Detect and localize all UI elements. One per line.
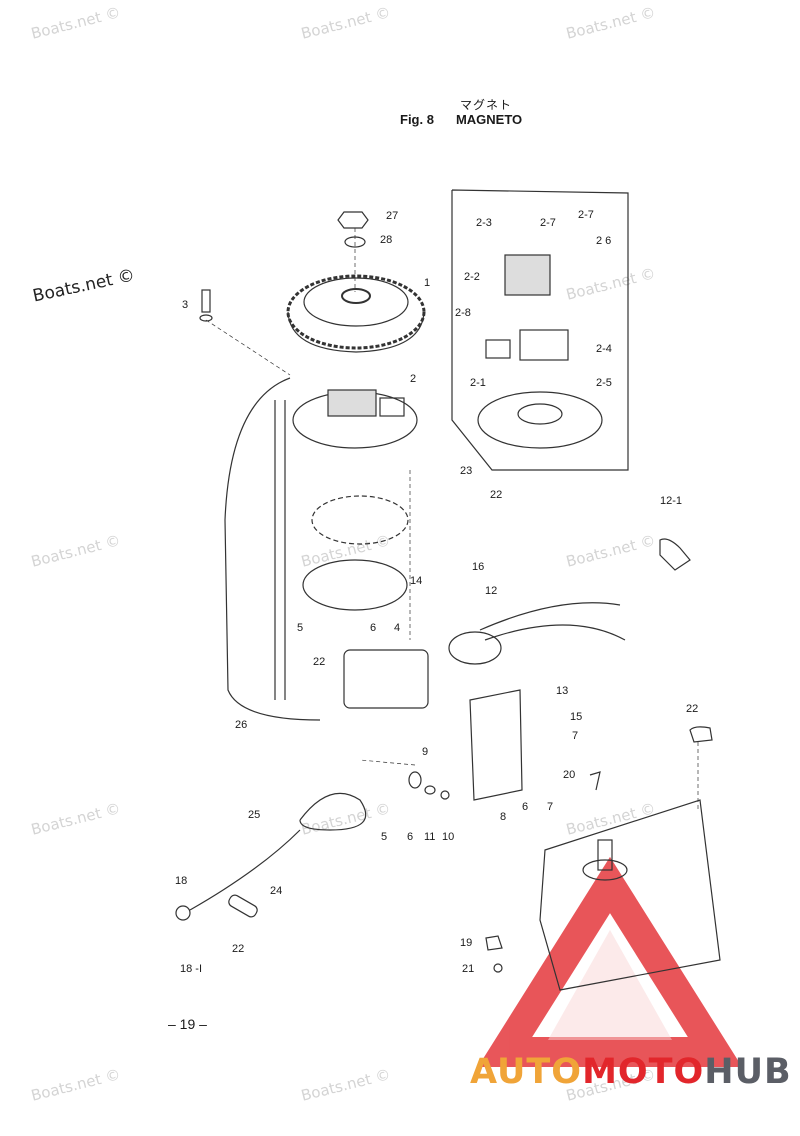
callout: 25 xyxy=(248,809,260,821)
callout: 2-8 xyxy=(455,307,471,319)
callout: 2 6 xyxy=(596,235,611,247)
callout: 1 xyxy=(424,277,430,289)
callout: 22 xyxy=(313,656,325,668)
figure-title-jp: マグネト xyxy=(460,98,513,112)
bracket xyxy=(469,689,523,801)
wire-harness xyxy=(224,377,321,721)
inset-box xyxy=(451,189,629,471)
callout: 4 xyxy=(394,622,400,634)
callout: 27 xyxy=(386,210,398,222)
bolt xyxy=(201,289,211,313)
callout: 21 xyxy=(462,963,474,975)
callout: 2-5 xyxy=(596,377,612,389)
callout: 9 xyxy=(422,746,428,758)
callout: 23 xyxy=(460,465,472,477)
callout: 22 xyxy=(490,489,502,501)
cdi-unit xyxy=(343,649,429,709)
nut xyxy=(337,211,369,229)
callout: 22 xyxy=(232,943,244,955)
callout: 13 xyxy=(556,685,568,697)
callout: 2-4 xyxy=(596,343,612,355)
callout: 7 xyxy=(572,730,578,742)
callout: 8 xyxy=(500,811,506,823)
page-number: – 19 – xyxy=(168,1016,207,1032)
figure-title: MAGNETO xyxy=(455,112,523,127)
ignition-coil xyxy=(448,631,502,665)
callout: 16 xyxy=(472,561,484,573)
callout: 14 xyxy=(410,575,422,587)
figure-number: Fig. 8 xyxy=(400,112,434,127)
callout: 2-2 xyxy=(464,271,480,283)
automotohub-logo xyxy=(477,856,743,1067)
callout: 11 xyxy=(424,831,435,843)
callout: 24 xyxy=(270,885,282,897)
callout: 28 xyxy=(380,234,392,246)
callout: 26 xyxy=(235,719,247,731)
brand-part: MOTO xyxy=(582,1052,705,1092)
callout: 3 xyxy=(182,299,188,311)
callout: 15 xyxy=(570,711,582,723)
callout: 2-7 xyxy=(578,209,594,221)
callout: 20 xyxy=(563,769,575,781)
callout: 2-1 xyxy=(470,377,486,389)
callout: 22 xyxy=(686,703,698,715)
callout: 18 xyxy=(175,875,187,887)
callout: 2 xyxy=(410,373,416,385)
callout: 7 xyxy=(547,801,553,813)
callout: 12-1 xyxy=(660,495,682,507)
callouts: 27 28 1 3 2 2-3 2-7 2-7 2 6 2-2 2-8 2-4 … xyxy=(175,209,698,975)
brand-wordmark: AUTOMOTOHUB xyxy=(470,1052,792,1092)
callout: 6 xyxy=(522,801,528,813)
callout: 6 xyxy=(370,622,376,634)
callout: 5 xyxy=(381,831,387,843)
callout: 2-7 xyxy=(540,217,556,229)
callout: 10 xyxy=(442,831,454,843)
brand-part: AUTO xyxy=(470,1052,583,1092)
engine-block xyxy=(539,799,721,991)
callout: 6 xyxy=(407,831,413,843)
callout: 19 xyxy=(460,937,472,949)
brand-part: HUB xyxy=(704,1052,792,1092)
callout: 18 -I xyxy=(180,963,202,975)
callout: 12 xyxy=(485,585,497,597)
callout: 2-3 xyxy=(476,217,492,229)
callout: 5 xyxy=(297,622,303,634)
figure-heading: Fig. 8 MAGNETO xyxy=(400,112,522,127)
